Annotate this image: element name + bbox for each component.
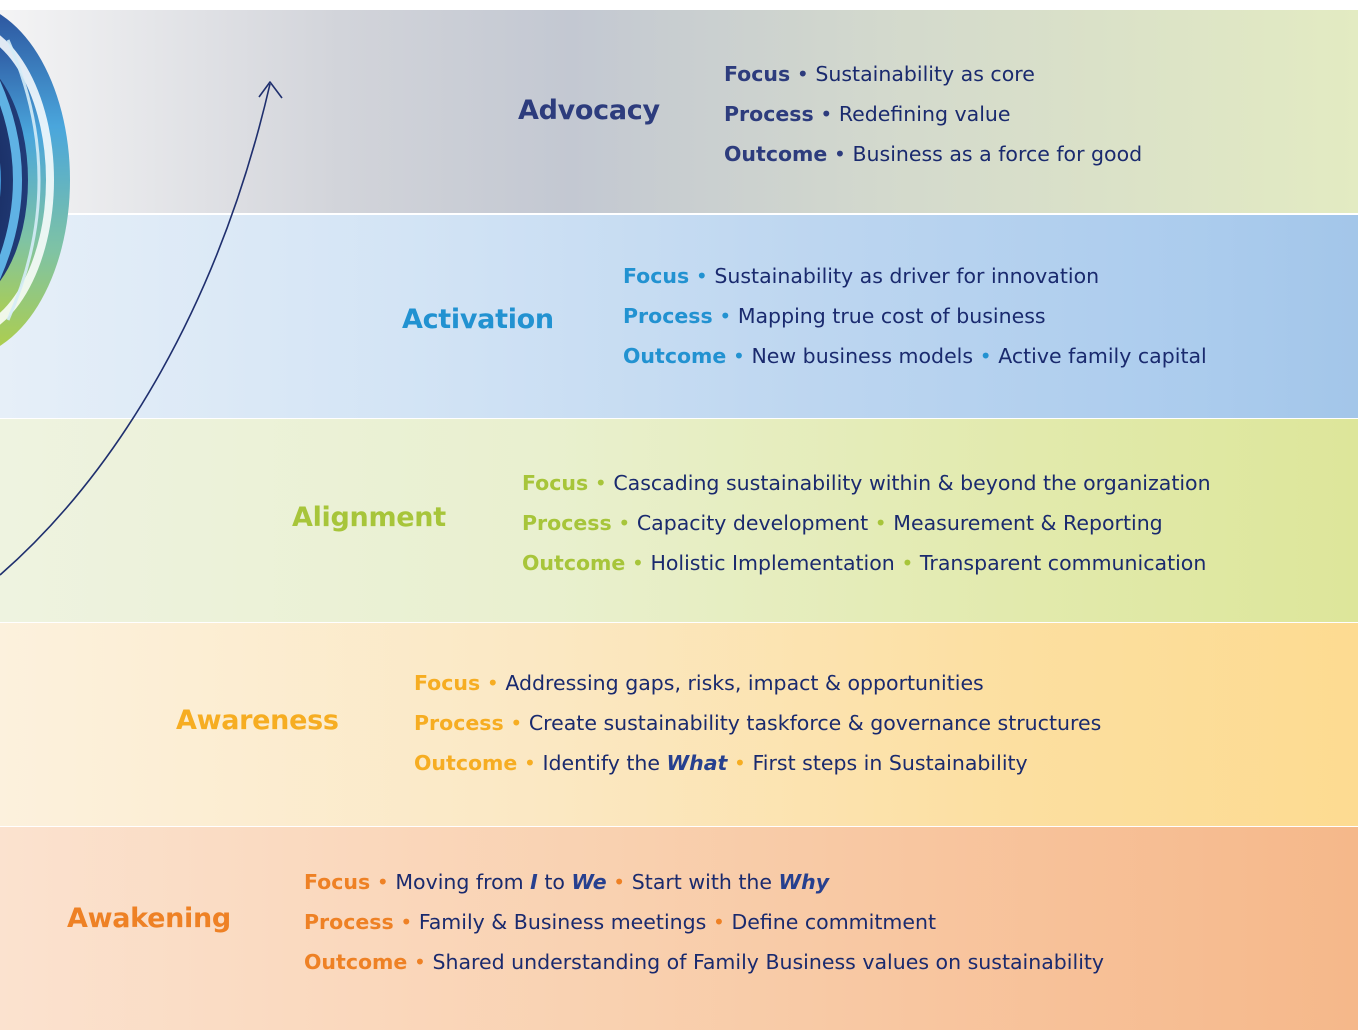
detail-text: New business models [751,344,974,368]
detail-text: Redefining value [838,102,1011,126]
detail-text: Capacity development [636,511,869,535]
stage-details: Focus • Sustainability as driver for inn… [623,256,1207,376]
detail-text: Identify the What [542,751,728,775]
process-line: Process • Redefining value [724,94,1142,134]
stage-band-awakening [0,827,1358,1030]
outcome-line: Outcome • New business models • Active f… [623,336,1207,376]
emphasis-text: What [666,751,728,775]
process-label: Process [724,102,814,126]
bullet-separator: • [370,870,396,894]
stage-title: Alignment [292,502,446,533]
bullet-separator: • [625,551,651,575]
detail-text: Create sustainability taskforce & govern… [528,711,1102,735]
emphasis-text: Why [778,870,830,894]
emphasis-text: I [530,870,538,894]
focus-line: Focus • Sustainability as core [724,54,1142,94]
bullet-separator: • [706,910,732,934]
process-label: Process [414,711,504,735]
detail-text: Holistic Implementation [650,551,895,575]
stage-details: Focus • Moving from I to We • Start with… [304,862,1104,982]
detail-text: Cascading sustainability within & beyond… [613,471,1211,495]
detail-text: Addressing gaps, risks, impact & opportu… [505,671,984,695]
process-label: Process [304,910,394,934]
outcome-line: Outcome • Shared understanding of Family… [304,942,1104,982]
process-label: Process [623,304,713,328]
detail-text: Sustainability as core [815,62,1035,86]
outcome-label: Outcome [522,551,626,575]
bullet-separator: • [606,870,632,894]
process-line: Process • Capacity development • Measure… [522,503,1211,543]
stage-band-awareness [0,623,1358,826]
focus-label: Focus [414,671,481,695]
detail-text: Family & Business meetings [418,910,707,934]
bullet-separator: • [726,344,752,368]
emphasis-text: We [571,870,607,894]
stage-title: Activation [402,304,554,335]
focus-label: Focus [724,62,791,86]
stage-title: Advocacy [518,95,660,126]
bullet-separator: • [517,751,543,775]
detail-text: Define commitment [731,910,936,934]
outcome-line: Outcome • Holistic Implementation • Tran… [522,543,1211,583]
detail-text: Active family capital [998,344,1207,368]
focus-line: Focus • Cascading sustainability within … [522,463,1211,503]
focus-line: Focus • Addressing gaps, risks, impact &… [414,663,1101,703]
focus-line: Focus • Moving from I to We • Start with… [304,862,1104,902]
outcome-label: Outcome [623,344,727,368]
process-line: Process • Create sustainability taskforc… [414,703,1101,743]
bullet-separator: • [712,304,738,328]
bullet-separator: • [813,102,839,126]
bullet-separator: • [868,511,894,535]
outcome-label: Outcome [304,950,408,974]
detail-text: Measurement & Reporting [893,511,1163,535]
bullet-separator: • [503,711,529,735]
detail-text: Start with the Why [631,870,830,894]
outcome-label: Outcome [724,142,828,166]
bullet-separator: • [973,344,999,368]
bullet-separator: • [790,62,816,86]
bullet-separator: • [689,264,715,288]
stage-details: Focus • Addressing gaps, risks, impact &… [414,663,1101,783]
focus-label: Focus [304,870,371,894]
bullet-separator: • [894,551,920,575]
stage-band-advocacy [0,10,1358,213]
process-line: Process • Mapping true cost of business [623,296,1207,336]
stage-title: Awakening [67,903,231,934]
outcome-label: Outcome [414,751,518,775]
bullet-separator: • [407,950,433,974]
detail-text: Business as a force for good [852,142,1143,166]
detail-text: Shared understanding of Family Business … [432,950,1105,974]
bullet-separator: • [393,910,419,934]
stage-details: Focus • Cascading sustainability within … [522,463,1211,583]
bullet-separator: • [611,511,637,535]
detail-text: Moving from I to We [395,870,607,894]
process-line: Process • Family & Business meetings • D… [304,902,1104,942]
outcome-line: Outcome • Identify the What • First step… [414,743,1101,783]
focus-line: Focus • Sustainability as driver for inn… [623,256,1207,296]
outcome-line: Outcome • Business as a force for good [724,134,1142,174]
bullet-separator: • [827,142,853,166]
focus-label: Focus [623,264,690,288]
detail-text: Transparent communication [919,551,1207,575]
bullet-separator: • [588,471,614,495]
detail-text: First steps in Sustainability [752,751,1028,775]
focus-label: Focus [522,471,589,495]
bullet-separator: • [727,751,753,775]
stage-title: Awareness [176,705,339,736]
detail-text: Sustainability as driver for innovation [714,264,1100,288]
detail-text: Mapping true cost of business [737,304,1046,328]
process-label: Process [522,511,612,535]
bullet-separator: • [480,671,506,695]
